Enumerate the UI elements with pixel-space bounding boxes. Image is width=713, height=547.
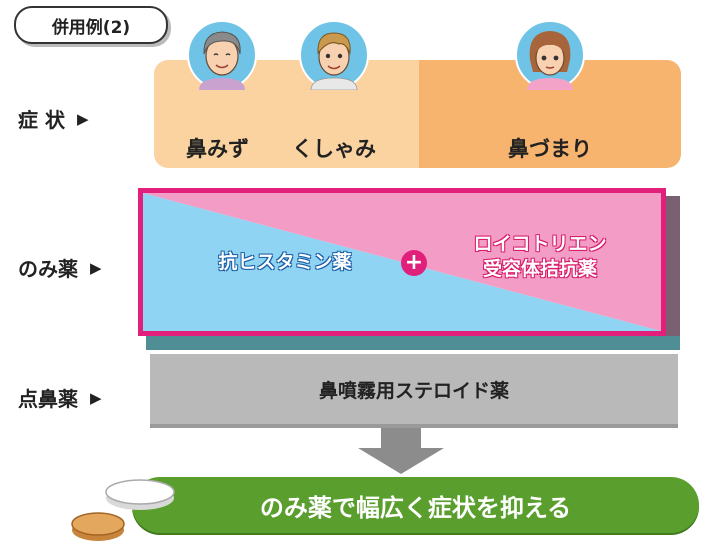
tablets-icon bbox=[71, 479, 175, 541]
triangle-right-icon: ▶ bbox=[90, 388, 102, 407]
triangle-right-icon: ▶ bbox=[90, 258, 102, 277]
symptom-sneeze: くしゃみ bbox=[292, 137, 376, 161]
nasal-label-text: 点鼻薬 bbox=[18, 387, 78, 411]
oral-box-shadow-right bbox=[666, 196, 680, 346]
example-tag: 併用例(2) bbox=[14, 6, 168, 44]
oral-label-text: のみ薬 bbox=[18, 257, 78, 281]
symptoms-label-text: 症 状 bbox=[18, 108, 65, 132]
oral-row-label: のみ薬 ▶ bbox=[18, 253, 102, 282]
man-face-icon bbox=[299, 20, 369, 90]
young-woman-face-icon bbox=[515, 20, 585, 90]
antihistamine-label: 抗ヒスタミン薬 bbox=[218, 251, 352, 273]
down-arrow-icon bbox=[358, 428, 444, 474]
result-banner: のみ薬で幅広く症状を抑える bbox=[132, 477, 699, 533]
older-woman-face-icon bbox=[187, 20, 257, 90]
oral-box-shadow-bottom bbox=[146, 336, 680, 350]
symptom-congestion: 鼻づまり bbox=[508, 137, 592, 161]
nasal-steroid-band: 鼻噴霧用ステロイド薬 bbox=[150, 354, 678, 424]
symptom-runny-nose: 鼻みず bbox=[186, 137, 249, 161]
nasal-row-label: 点鼻薬 ▶ bbox=[18, 383, 102, 412]
plus-icon: + bbox=[401, 250, 427, 276]
symptoms-row-label: 症 状 ▶ bbox=[18, 104, 89, 133]
leukotriene-label-line2: 受容体拮抗薬 bbox=[482, 258, 597, 280]
leukotriene-label-line1: ロイコトリエン bbox=[473, 233, 607, 255]
leukotriene-label: ロイコトリエン 受容体拮抗薬 bbox=[440, 232, 640, 282]
nasal-band-shadow bbox=[150, 424, 678, 428]
triangle-right-icon: ▶ bbox=[76, 109, 89, 128]
